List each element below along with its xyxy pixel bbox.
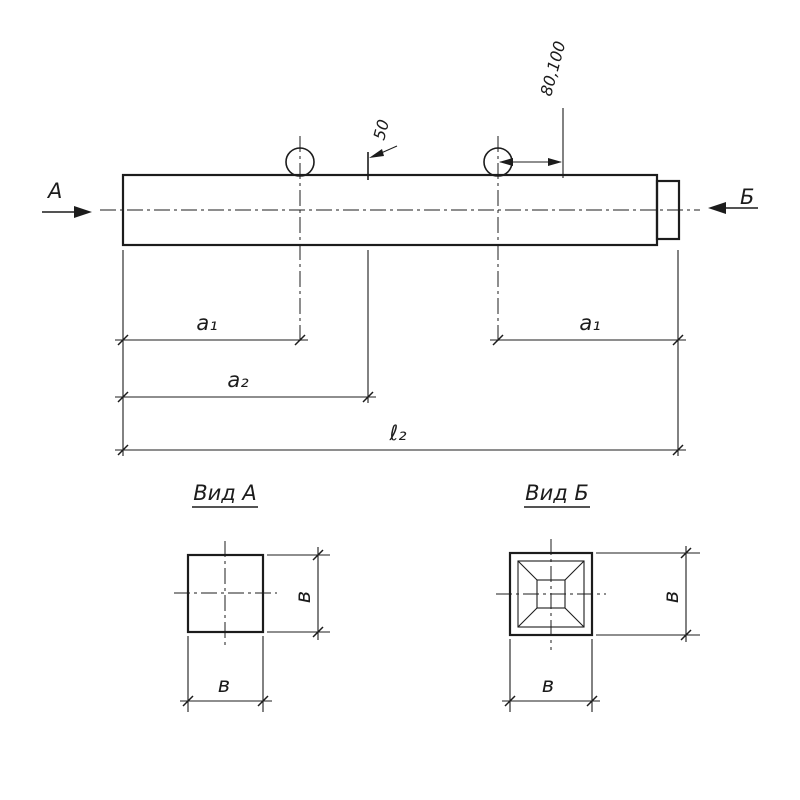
tick [312,549,324,561]
tick [117,391,129,403]
tick [492,334,504,346]
tick [672,334,684,346]
tick [182,695,194,707]
view-arrow-right-head [708,202,726,214]
dim-50-arrowhead [369,149,384,158]
view-a [174,506,330,712]
view-a-square [186,553,265,634]
view-arrow-left-label: А [46,179,62,203]
dim-a1-right-label: a₁ [579,311,600,335]
loop-height-dimension [499,108,564,178]
view-direction-arrows [42,202,758,218]
tick [680,547,692,559]
view-b [496,506,700,712]
tick [312,626,324,638]
tick [680,629,692,641]
view-b-dim-h-label: в [542,673,554,697]
dim-a1-left-label: a₁ [196,311,217,335]
dim-a2-label: a₂ [227,368,249,392]
view-b-title: Вид Б [525,481,589,505]
dim-50-label: 50 [370,117,394,142]
view-a-title: Вид А [193,481,257,505]
dimension-chain [115,250,686,456]
dim-80-100-arrow-right [548,158,562,166]
view-a-dim-h-label: в [218,673,230,697]
dim-l2-label: ℓ₂ [388,421,407,445]
beam-elevation [100,173,700,247]
view-b-recess-diagonal [564,607,585,628]
tick [117,444,129,456]
view-b-recess-diagonal [564,560,585,581]
dim-80-100-label: 80,100 [537,39,570,98]
tick [586,695,598,707]
view-a-dim-v-label: в [291,591,315,603]
tick [294,334,306,346]
tick [504,695,516,707]
dim-80-100-arrow-left [499,158,513,166]
tick [362,391,374,403]
tick [672,444,684,456]
lifting-loops [285,136,513,345]
view-arrow-left-head [74,206,92,218]
tick [257,695,269,707]
tick [117,334,129,346]
view-b-recess-diagonal [517,560,538,581]
view-b-recess-diagonal [517,607,538,628]
view-b-dim-v-label: в [659,591,683,603]
view-arrow-right-label: Б [740,185,754,209]
mid-mark-dimension [367,145,398,403]
